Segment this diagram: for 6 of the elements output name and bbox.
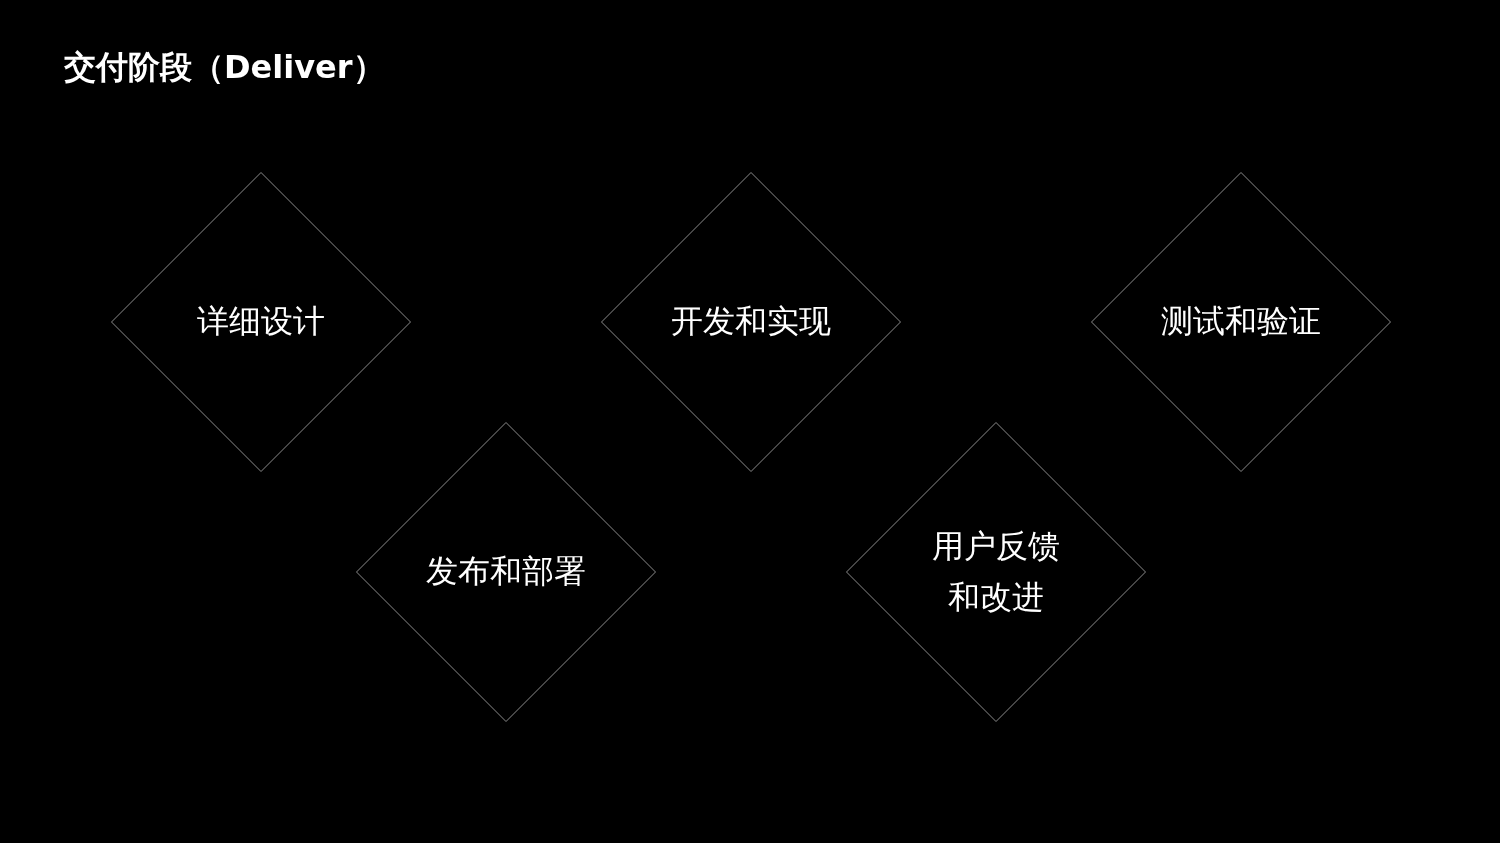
- diamond-label: 用户反馈和改进: [931, 525, 1061, 618]
- diamond-label: 详细设计: [197, 301, 325, 343]
- page-title: 交付阶段（Deliver）: [64, 47, 385, 88]
- diamond-label: 发布和部署: [426, 551, 586, 593]
- diamond-label: 开发和实现: [671, 301, 831, 343]
- diamond-label: 测试和验证: [1161, 301, 1321, 343]
